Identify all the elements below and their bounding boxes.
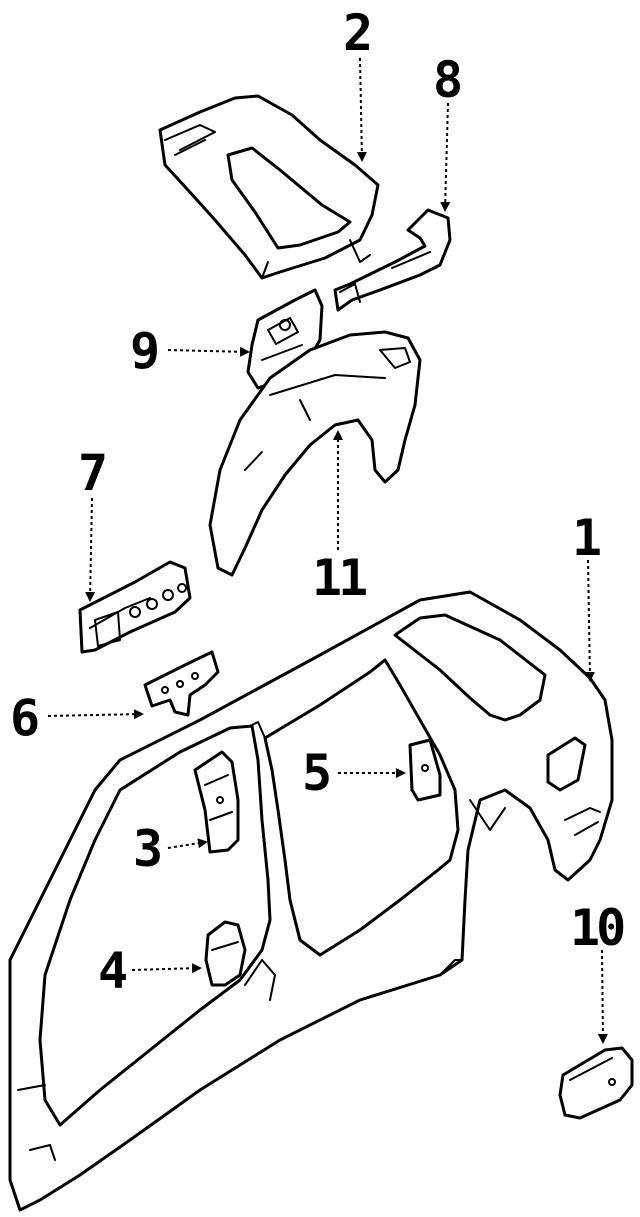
part-4-lower-bracket xyxy=(204,920,247,987)
part-1-body-side xyxy=(8,590,614,1212)
leader-4 xyxy=(131,963,202,974)
leader-7 xyxy=(85,497,96,602)
callout-7: 7 xyxy=(78,444,105,502)
callout-8: 8 xyxy=(433,51,460,109)
part-6-gusset xyxy=(143,650,220,717)
part-8-rail xyxy=(333,208,452,312)
part-5-patch xyxy=(408,738,442,802)
callout-6: 6 xyxy=(10,689,38,747)
callout-labels: 1 2 3 4 5 6 7 8 9 10 11 xyxy=(10,4,628,1000)
leader-6 xyxy=(47,709,144,720)
leader-8 xyxy=(440,102,451,212)
callout-3: 3 xyxy=(133,820,160,878)
leader-3 xyxy=(167,838,208,849)
callout-5: 5 xyxy=(302,744,329,802)
part-7-brace xyxy=(78,560,192,654)
callout-9: 9 xyxy=(130,322,157,380)
callout-4: 4 xyxy=(98,942,126,1000)
part-10-fuel-door xyxy=(558,1046,634,1120)
leader-9 xyxy=(167,346,250,357)
callout-1: 1 xyxy=(572,509,600,567)
part-3-pillar-reinforcement xyxy=(193,750,240,854)
leader-1 xyxy=(584,559,595,682)
leader-2 xyxy=(356,57,367,162)
callout-10: 10 xyxy=(570,899,624,957)
part-11-wheelhouse xyxy=(208,330,422,577)
callout-2: 2 xyxy=(343,4,369,62)
leader-lines xyxy=(47,57,608,1044)
part-2-quarter-frame xyxy=(158,94,380,280)
leader-10 xyxy=(597,949,608,1044)
callout-11: 11 xyxy=(312,549,366,607)
